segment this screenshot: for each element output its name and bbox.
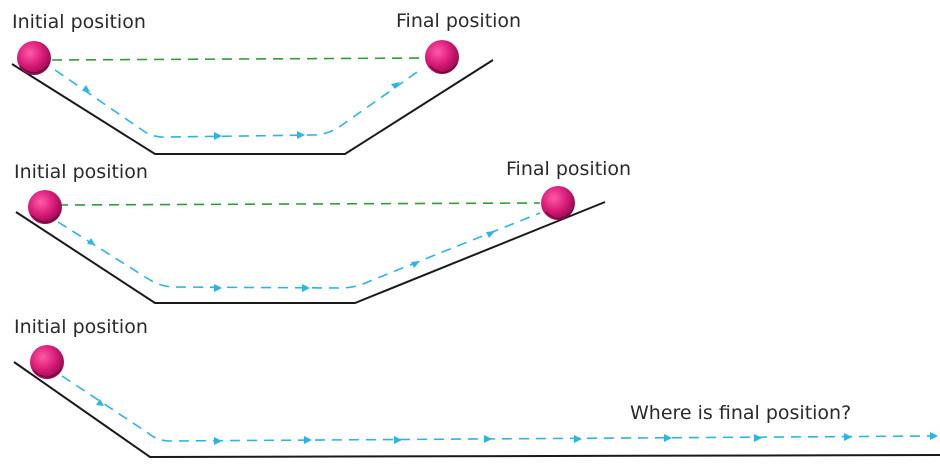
ball-path-3 bbox=[61, 375, 936, 442]
equal-height-line-1 bbox=[51, 57, 429, 61]
ball-path-1 bbox=[54, 69, 421, 138]
initial-position-label-1: Initial position bbox=[12, 11, 146, 33]
ball-initial-2 bbox=[28, 190, 62, 224]
track-1 bbox=[11, 59, 494, 155]
equal-height-line-2 bbox=[57, 202, 541, 206]
path-arrows-1 bbox=[82, 82, 400, 140]
path-arrows-3 bbox=[96, 399, 938, 445]
ball-final-2 bbox=[541, 186, 575, 220]
arrow-marker bbox=[484, 435, 492, 443]
arrow-marker bbox=[304, 436, 312, 444]
arrow-marker bbox=[302, 284, 310, 292]
arrow-marker bbox=[391, 82, 400, 89]
final-position-label-1: Final position bbox=[396, 10, 522, 32]
arrow-marker bbox=[297, 131, 305, 139]
path-arrows-2 bbox=[87, 231, 495, 292]
arrow-marker bbox=[411, 261, 420, 268]
diagram-3 bbox=[13, 345, 940, 459]
arrow-marker bbox=[844, 433, 852, 441]
arrow-marker bbox=[214, 284, 222, 292]
track-2 bbox=[15, 201, 606, 304]
arrow-marker bbox=[394, 436, 402, 444]
arrow-marker bbox=[574, 435, 582, 443]
final-position-question: Where is final position? bbox=[630, 402, 852, 424]
ball-initial-1 bbox=[17, 41, 51, 75]
arrow-marker bbox=[664, 434, 672, 442]
final-position-label-2: Final position bbox=[506, 158, 632, 180]
arrow-marker bbox=[754, 434, 762, 442]
diagram-2 bbox=[15, 186, 606, 304]
track-3 bbox=[13, 361, 940, 459]
arrow-marker bbox=[87, 238, 95, 245]
arrow-marker bbox=[486, 231, 495, 238]
arrow-marker bbox=[214, 437, 222, 445]
arrow-marker bbox=[930, 432, 938, 440]
arrow-marker bbox=[96, 399, 104, 406]
initial-position-label-2: Initial position bbox=[14, 161, 148, 183]
arrow-marker bbox=[214, 132, 222, 140]
ball-final-1 bbox=[425, 40, 459, 74]
initial-position-label-3: Initial position bbox=[14, 316, 148, 338]
ball-initial-3 bbox=[30, 345, 64, 379]
ball-path-2 bbox=[57, 212, 541, 289]
diagram-1 bbox=[11, 40, 494, 155]
arrow-marker bbox=[82, 85, 90, 92]
